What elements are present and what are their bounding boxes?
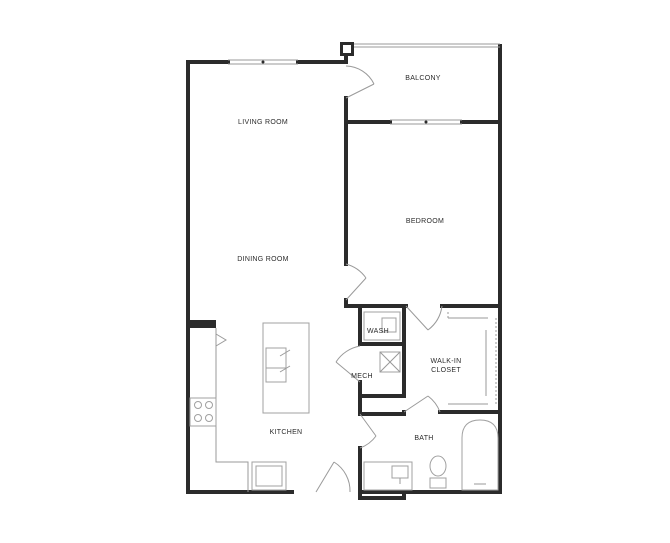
room-labels: BALCONY LIVING ROOM BEDROOM DINING ROOM … — [237, 75, 461, 442]
living-room-label: LIVING ROOM — [238, 119, 288, 126]
walk-in-closet-label-line2: CLOSET — [431, 367, 461, 374]
bath-door — [359, 413, 377, 449]
interior-walls — [344, 96, 502, 500]
closet-bath-door — [403, 395, 441, 413]
windows — [228, 59, 462, 125]
wall-recess — [190, 320, 216, 328]
entry-door — [315, 461, 351, 493]
balcony-label: BALCONY — [405, 75, 441, 82]
bath-label: BATH — [414, 435, 433, 442]
bathtub — [461, 419, 499, 491]
mech-label: MECH — [351, 373, 373, 380]
range — [189, 397, 217, 427]
wash-label: WASH — [367, 328, 389, 335]
doors — [315, 65, 443, 493]
sink-left — [265, 347, 287, 369]
bath-fixtures — [363, 419, 499, 491]
bedroom-label: BEDROOM — [406, 218, 444, 225]
toilet — [429, 455, 447, 477]
living-room-window — [228, 59, 298, 65]
mech-door — [335, 345, 361, 383]
bedroom-window — [390, 119, 462, 125]
closet-shelving — [447, 312, 497, 405]
kitchen-label: KITCHEN — [270, 429, 303, 436]
dining-room-label: DINING ROOM — [237, 256, 289, 263]
closet-door — [405, 305, 443, 331]
balcony-door — [345, 65, 375, 99]
balcony-area — [340, 42, 500, 64]
laundry-fixtures — [363, 311, 401, 373]
bedroom-door — [345, 263, 367, 301]
walk-in-closet-label-line1: WALK-IN — [430, 358, 461, 365]
kitchen-fixtures — [189, 322, 310, 492]
